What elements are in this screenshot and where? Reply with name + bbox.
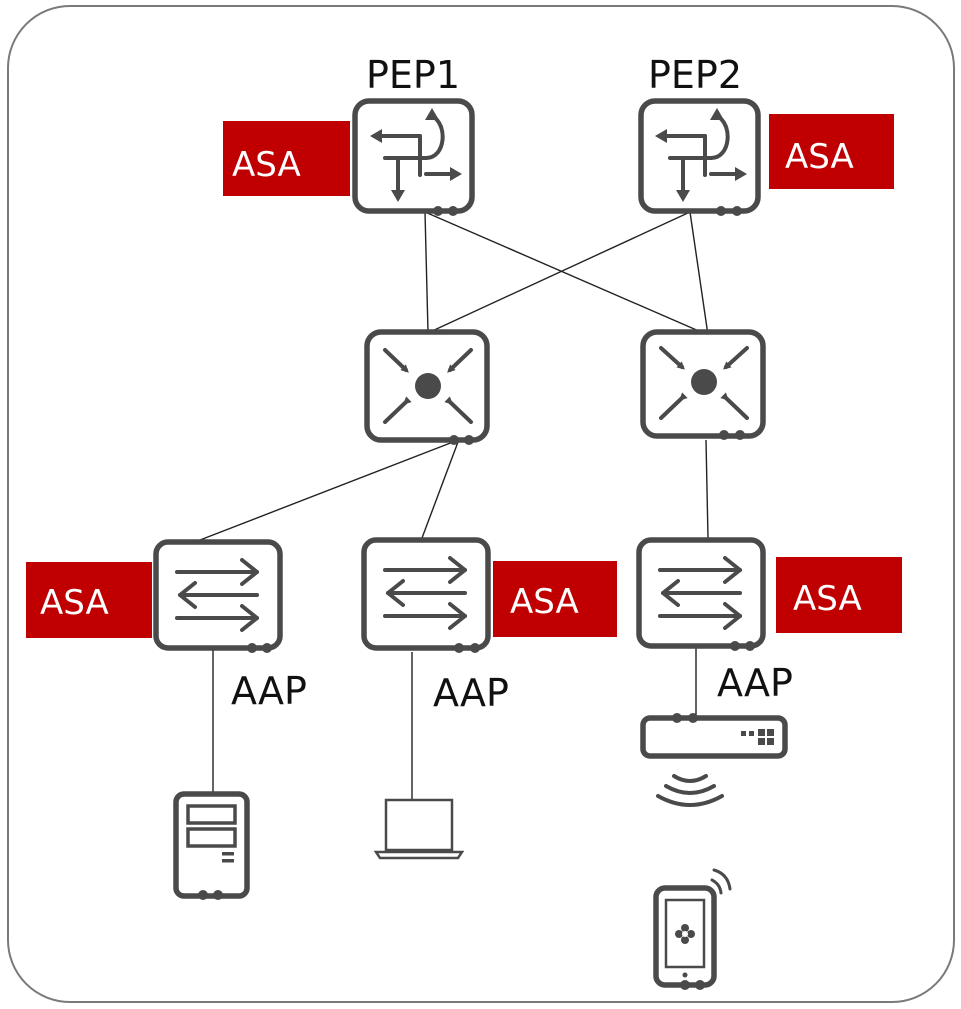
phone-signal-icon [710, 868, 732, 895]
port-dot [470, 643, 480, 653]
port-dot [448, 206, 458, 216]
laptop-icon [384, 798, 454, 852]
pep1-router[interactable]: PEP1 [352, 53, 475, 216]
link-agg2-access3 [705, 439, 709, 539]
asa-badge-access-3: ASA [776, 557, 902, 633]
port-dot [433, 206, 443, 216]
port-dot [688, 713, 698, 723]
aggregation-switch-1[interactable] [364, 329, 490, 445]
link-pep2-agg1 [429, 211, 691, 333]
port-dot [672, 713, 682, 723]
port-dot [454, 643, 464, 653]
router-glyph [370, 108, 462, 202]
asa-badge-text: ASA [510, 582, 579, 622]
link-pep2-agg2 [689, 211, 709, 336]
link-agg1-access2 [421, 441, 459, 539]
port-dot [730, 641, 740, 651]
pep2-label: PEP2 [648, 53, 742, 97]
laptop-endpoint[interactable] [373, 798, 465, 860]
port-dot [735, 430, 745, 440]
asa-badge-pep1: ASA [223, 121, 350, 196]
asa-badge-pep2: ASA [769, 114, 894, 189]
wifi-signal-icon [656, 774, 724, 807]
aggregation-glyph [659, 346, 749, 420]
link-pep1-agg1 [424, 211, 429, 333]
asa-badge-access-2: ASA [493, 561, 617, 637]
asa-badge-text: ASA [232, 145, 301, 185]
asa-badge-text: ASA [40, 583, 109, 623]
port-dot [198, 890, 208, 900]
access-switch-glyph [658, 556, 742, 630]
aggregation-glyph [383, 348, 473, 424]
asa-badge-access-1: ASA [26, 562, 152, 638]
links [199, 211, 709, 800]
port-dot [247, 643, 257, 653]
port-dot [732, 206, 742, 216]
access-switch-glyph [175, 558, 259, 632]
aggregation-switch-2[interactable] [640, 329, 766, 440]
aap-label: AAP [717, 661, 793, 705]
link-agg1-access1 [199, 441, 454, 541]
pep2-router[interactable]: PEP2 [638, 53, 761, 216]
smartphone-endpoint[interactable] [653, 868, 732, 990]
access-switch-1[interactable]: AAP [153, 539, 307, 713]
aap-label: AAP [231, 669, 307, 713]
access-switch-2[interactable]: AAP [361, 537, 509, 715]
port-dot [262, 643, 272, 653]
link-pep1-agg2 [424, 211, 709, 336]
port-dot [745, 641, 755, 651]
app-icon [675, 924, 695, 944]
port-dot [213, 890, 223, 900]
port-dot [695, 980, 705, 990]
router-glyph [655, 108, 747, 202]
access-switch-glyph [383, 556, 467, 630]
pep1-label: PEP1 [366, 53, 460, 97]
port-dot [680, 980, 690, 990]
wireless-access-point-icon [640, 715, 788, 759]
server-endpoint[interactable] [173, 791, 250, 900]
port-dot [716, 206, 726, 216]
asa-badge-text: ASA [793, 579, 862, 619]
port-dot [449, 435, 459, 445]
asa-badge-text: ASA [785, 137, 854, 177]
aap-label: AAP [433, 671, 509, 715]
wireless-ap-endpoint[interactable] [640, 713, 788, 807]
port-dot [464, 435, 474, 445]
access-switch-3[interactable]: AAP [636, 537, 793, 705]
port-dot [719, 430, 729, 440]
